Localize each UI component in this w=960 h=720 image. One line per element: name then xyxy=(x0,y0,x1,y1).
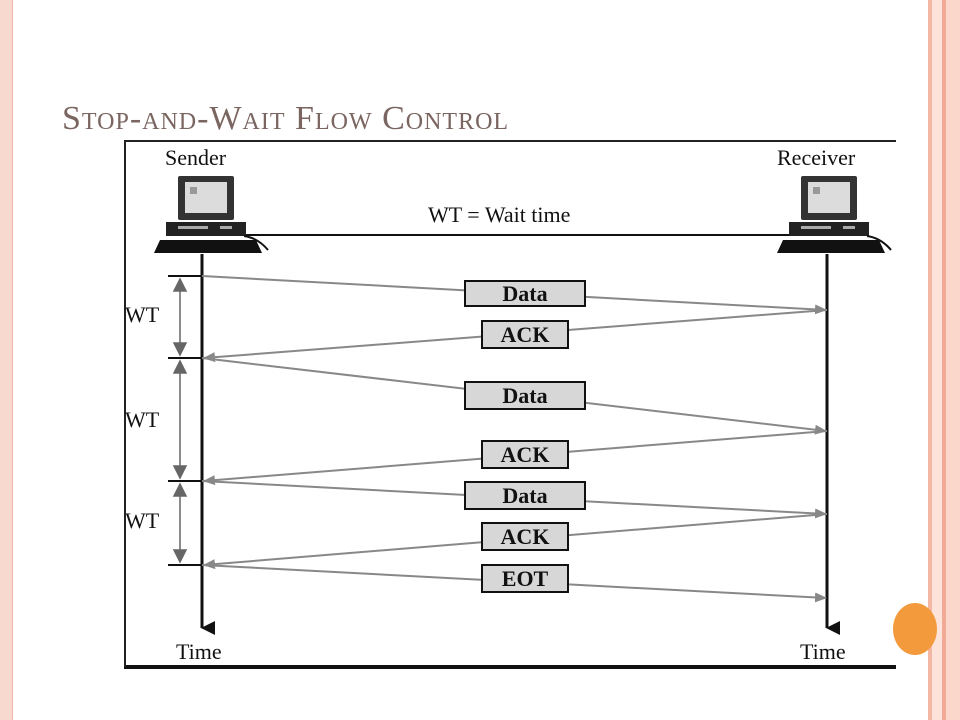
wt-bracket xyxy=(172,482,188,564)
slide-title: Stop-and-Wait Flow Control xyxy=(62,100,510,137)
accent-circle xyxy=(893,603,937,655)
frame-label: EOT xyxy=(502,566,549,591)
frame-box-ack: ACK xyxy=(481,440,569,469)
slide-border-right xyxy=(918,0,960,720)
slide-border-left xyxy=(0,0,13,720)
frame-label: ACK xyxy=(501,442,550,467)
wt-label: WT xyxy=(125,407,160,432)
time-label-sender: Time xyxy=(176,639,222,664)
frame-label: Data xyxy=(502,281,547,306)
receiver-label: Receiver xyxy=(777,145,856,170)
frame-box-data: Data xyxy=(464,381,586,410)
frame-box-eot: EOT xyxy=(481,564,569,593)
wait-time-legend: WT = Wait time xyxy=(428,202,570,227)
sender-label: Sender xyxy=(165,145,227,170)
time-label-receiver: Time xyxy=(800,639,846,664)
receiver-computer-icon xyxy=(777,176,892,253)
wt-label: WT xyxy=(125,508,160,533)
wt-bracket xyxy=(172,277,188,357)
frame-label: Data xyxy=(502,383,547,408)
sender-computer-icon xyxy=(154,176,269,253)
frame-label: ACK xyxy=(501,524,550,549)
frame-label: Data xyxy=(502,483,547,508)
wt-label: WT xyxy=(125,302,160,327)
frame-box-ack: ACK xyxy=(481,522,569,551)
frame-box-data: Data xyxy=(464,280,586,307)
frame-box-ack: ACK xyxy=(481,320,569,349)
frame-box-data: Data xyxy=(464,481,586,510)
wt-bracket xyxy=(172,359,188,480)
frame-label: ACK xyxy=(501,322,550,347)
